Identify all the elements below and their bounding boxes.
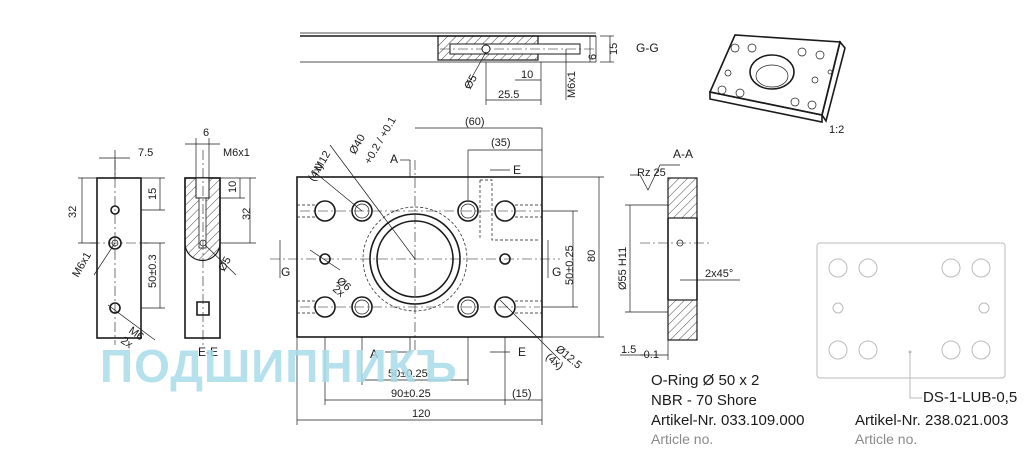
main-dim-90: 90±0.25 [391, 388, 431, 400]
ee-dim-7-5: 7.5 [138, 147, 153, 159]
side-dim-32: 32 [241, 208, 253, 220]
section-gg: Ø5 10 25.5 M6x1 6 15 G-G [300, 32, 659, 105]
main-dim-120: 120 [412, 408, 430, 420]
gg-dia5: Ø5 [462, 73, 480, 92]
ee-dim-50: 50±0.3 [147, 254, 159, 288]
ee-dim-32: 32 [67, 206, 79, 218]
aa-title: A-A [673, 147, 693, 161]
ee-dim-15: 15 [147, 188, 159, 200]
oring-info: O-Ring Ø 50 x 2 NBR - 70 Shore Artikel-N… [651, 372, 804, 447]
side-dim-m6: M6x1 [223, 147, 250, 159]
oring-line1: O-Ring Ø 50 x 2 [651, 372, 759, 389]
plate-line2: Article no. [855, 431, 917, 447]
marker-g-left: G [281, 265, 290, 279]
watermark-logo: ПОДШИПНИКЪ [100, 340, 458, 392]
ee-dim-m6: M6x1 [70, 250, 94, 279]
ds-plate-view [816, 242, 1006, 399]
plate-line1: Artikel-Nr. 238.021.003 [855, 412, 1008, 429]
ee-title: E-E [198, 345, 218, 359]
isometric-view: 1:2 [708, 34, 846, 136]
side-dim-10: 10 [227, 181, 239, 193]
marker-e-top: E [513, 163, 521, 177]
plate-name: DS-1-LUB-0,5 [923, 389, 1017, 406]
iso-scale: 1:2 [829, 124, 844, 136]
aa-dim-chamfer: 2x45° [705, 268, 733, 280]
gg-dim-6: 6 [587, 54, 599, 60]
marker-a-top: A [390, 152, 398, 166]
oring-line4: Article no. [651, 431, 713, 447]
marker-a-bottom: A [370, 347, 378, 361]
main-dim-60: (60) [465, 116, 485, 128]
main-dim-50-h: 50±0.25 [388, 368, 428, 380]
gg-dim-25-5: 25.5 [498, 89, 519, 101]
main-dim-dia40: Ø40 [347, 132, 368, 156]
marker-g-right: G [552, 265, 561, 279]
aa-dim-dia55: Ø55 H11 [617, 247, 629, 290]
side-view: 6 M6x1 10 32 Ø5 [184, 127, 256, 345]
side-dim-6: 6 [203, 127, 209, 139]
marker-e-bottom: E [518, 345, 526, 359]
section-ee: 7.5 32 15 M6x1 50±0.3 M6 2x E-E [67, 147, 218, 359]
gg-dim-10: 10 [521, 69, 533, 81]
main-dim-50-v: 50±0.25 [564, 245, 576, 285]
gg-dim-m6: M6x1 [566, 71, 578, 98]
gg-title: G-G [636, 41, 659, 55]
gg-dim-15: 15 [608, 43, 620, 55]
oring-line3: Artikel-Nr. 033.109.000 [651, 412, 804, 429]
main-dim-15: (15) [512, 388, 532, 400]
section-aa: A-A Rz 25 Ø55 H11 2x45° 1.5 -0.1 [617, 147, 740, 361]
plate-info: DS-1-LUB-0,5 Artikel-Nr. 238.021.003 Art… [855, 389, 1017, 447]
oring-line2: NBR - 70 Shore [651, 392, 757, 409]
aa-roughness: Rz 25 [637, 167, 666, 179]
main-dim-80: 80 [586, 250, 598, 262]
aa-dim-1-5-tol: -0.1 [640, 349, 659, 361]
main-dim-35: (35) [491, 137, 511, 149]
aa-dim-1-5: 1.5 [621, 344, 636, 356]
